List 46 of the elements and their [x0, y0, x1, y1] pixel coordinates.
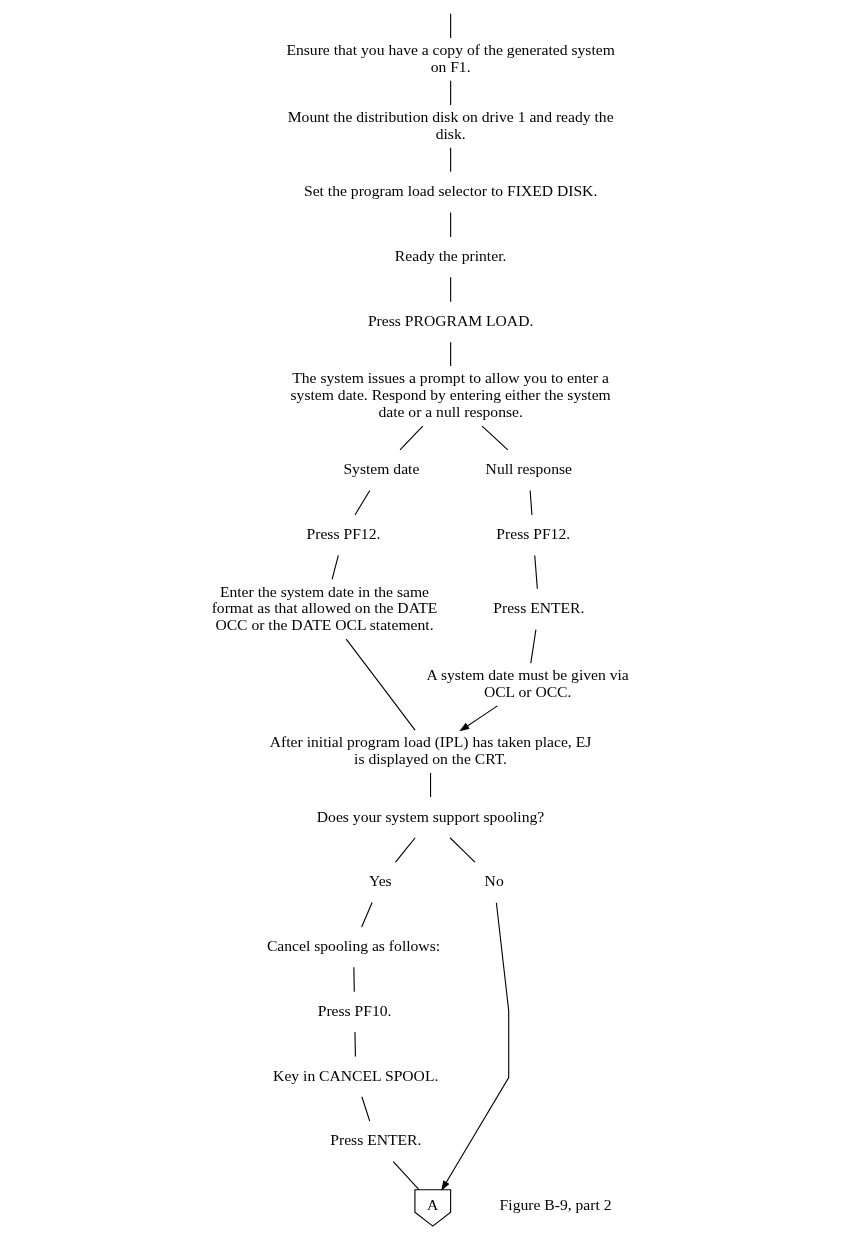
connector [361, 901, 373, 928]
connector [450, 211, 452, 238]
node-text: Press PF12. [306, 525, 381, 543]
node-text: Ready the printer. [394, 247, 507, 265]
node-text: Mount the distribution disk on drive 1 and ready the disk. [287, 108, 614, 142]
node-text: Cancel spooling as follows: [266, 937, 441, 955]
node-text: No [484, 872, 504, 890]
connector [361, 1096, 371, 1122]
connector [353, 966, 355, 993]
node-text: Yes [368, 872, 392, 890]
node-text: Key in CANCEL SPOOL. [273, 1066, 439, 1084]
connector [331, 554, 339, 580]
node-text: After initial program load (IPL) has taken place, EJ is displayed on the CRT. [269, 733, 592, 768]
connector [529, 489, 533, 516]
connector [450, 341, 452, 367]
arrow [441, 902, 510, 1191]
connector [450, 80, 452, 106]
connector [530, 629, 537, 664]
connector [354, 489, 371, 516]
node-text: System date [343, 460, 420, 478]
connector [395, 837, 416, 863]
arrow [459, 705, 499, 732]
connector [449, 837, 476, 863]
connector [534, 554, 538, 590]
node-text: The system issues a prompt to allow you to enter a system date. Respond by entering either the system date or a null response. [290, 369, 611, 420]
node-text: Ensure that you have a copy of the generated system on F1. [286, 41, 615, 75]
connector [450, 276, 452, 303]
node-text: Press PF10. [317, 1001, 392, 1019]
node-text: Press ENTER. [330, 1131, 422, 1149]
node-label: Figure B-9, part 2 [499, 1196, 612, 1214]
node-text: Press ENTER. [493, 599, 585, 617]
node-text: Set the program load selector to FIXED DISK. [303, 182, 598, 200]
node-text: Does your system support spooling? [316, 807, 545, 825]
node-text: Enter the system date in the same format as that allowed on the DATE OCC or the DATE OCL statement. [211, 582, 438, 634]
connector [392, 1160, 420, 1191]
connector [399, 425, 424, 451]
connector [354, 1031, 356, 1057]
node-text: Press PROGRAM LOAD. [367, 311, 534, 329]
connector [450, 13, 452, 39]
node-text: Null response [485, 460, 572, 478]
connector [481, 425, 509, 451]
connector [450, 147, 452, 173]
connector [430, 772, 432, 798]
connector [345, 638, 416, 731]
node-text: A system date must be given via OCL or OCC. [426, 666, 629, 701]
node-text: Press PF12. [496, 525, 571, 543]
